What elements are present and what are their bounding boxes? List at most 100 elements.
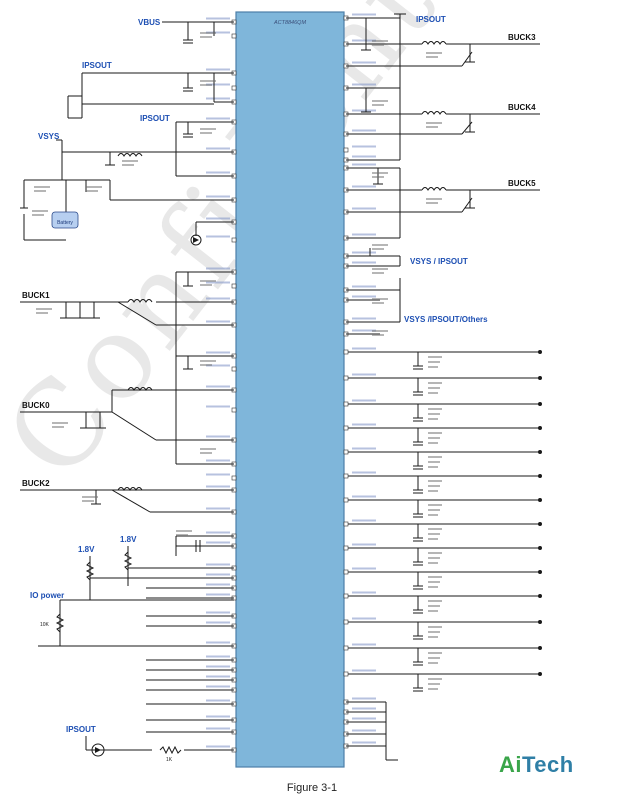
cap-note-b-7 bbox=[200, 284, 212, 286]
left-pin-name-13 bbox=[206, 297, 230, 300]
right-pin-27 bbox=[343, 569, 349, 575]
cap-note-a-7 bbox=[200, 280, 216, 282]
ldo-terminal-2 bbox=[538, 402, 542, 406]
inductors bbox=[117, 41, 447, 491]
left-pin-name-20 bbox=[206, 459, 230, 462]
right-pins bbox=[343, 13, 376, 749]
net-label-1v8-b: 1.8V bbox=[120, 535, 137, 544]
ldo-terminal-13 bbox=[538, 672, 542, 676]
net-label-buck2: BUCK2 bbox=[22, 479, 50, 488]
right-pin-name-25 bbox=[352, 519, 376, 522]
cap-note-a-5 bbox=[86, 186, 102, 188]
left-pin-name-1 bbox=[206, 31, 230, 34]
left-pin-1 bbox=[231, 33, 237, 39]
brand-tech: Tech bbox=[522, 752, 574, 777]
ldo-note-a-5 bbox=[428, 480, 442, 482]
pmic-chip bbox=[235, 11, 345, 768]
cap-note-b-10 bbox=[52, 426, 64, 428]
cap-note-a-8 bbox=[36, 308, 52, 310]
left-pin-name-6 bbox=[206, 147, 230, 150]
cap-note-a-3 bbox=[122, 160, 138, 162]
brand-ai: Ai bbox=[499, 752, 522, 777]
cap-note-a-15 bbox=[426, 198, 442, 200]
left-pin-name-10 bbox=[206, 235, 230, 238]
cap-note-a-4 bbox=[34, 186, 50, 188]
left-pin-16 bbox=[231, 366, 237, 372]
ldo-note-a-13 bbox=[428, 678, 442, 680]
ldo-note-c-1 bbox=[428, 392, 438, 394]
ldo-note-c-4 bbox=[428, 466, 438, 468]
left-pin-12 bbox=[231, 283, 237, 289]
net-label-buck4: BUCK4 bbox=[508, 103, 536, 112]
ldo-note-c-11 bbox=[428, 636, 438, 638]
net-label-vsys-ipsout-others: VSYS /IPSOUT/Others bbox=[404, 315, 488, 324]
right-pin-23 bbox=[343, 473, 349, 479]
ldo-terminal-3 bbox=[538, 426, 542, 430]
ldo-note-c-13 bbox=[428, 688, 438, 690]
cap-note-a-16 bbox=[372, 172, 388, 174]
right-pin-name-9 bbox=[352, 185, 376, 188]
ldo-note-a-3 bbox=[428, 432, 442, 434]
net-label-ipsout-top-right: IPSOUT bbox=[416, 15, 446, 24]
ldo-terminal-1 bbox=[538, 376, 542, 380]
pmic-chip-label: ACT8846QM bbox=[273, 20, 307, 26]
resistor-label-10k: 10K bbox=[40, 622, 50, 628]
left-pin-name-23 bbox=[206, 507, 230, 510]
ldo-note-c-12 bbox=[428, 662, 438, 664]
left-pin-name-5 bbox=[206, 117, 230, 120]
ldo-note-c-10 bbox=[428, 610, 438, 612]
left-pin-name-22 bbox=[206, 485, 230, 488]
left-pin-name-34 bbox=[206, 665, 230, 668]
ldo-note-a-10 bbox=[428, 600, 442, 602]
cap-note-b-2 bbox=[200, 132, 212, 134]
cap-note-a-14 bbox=[426, 122, 442, 124]
cap-note-b-0 bbox=[200, 36, 212, 38]
net-label-ipsout-bottom: IPSOUT bbox=[66, 725, 96, 734]
net-label-buck3: BUCK3 bbox=[508, 33, 536, 42]
right-pin-name-5 bbox=[352, 129, 376, 132]
right-pin-20 bbox=[343, 401, 349, 407]
left-wiring bbox=[20, 21, 234, 751]
right-pin-name-1 bbox=[352, 39, 376, 42]
cap-note-b-8 bbox=[36, 312, 48, 314]
left-pin-name-16 bbox=[206, 364, 230, 367]
ldo-note-a-12 bbox=[428, 652, 442, 654]
ldo-note-a-4 bbox=[428, 456, 442, 458]
left-pin-name-40 bbox=[206, 745, 230, 748]
net-label-io-power: IO power bbox=[30, 591, 64, 600]
right-pin-name-23 bbox=[352, 471, 376, 474]
right-pin-name-19 bbox=[352, 373, 376, 376]
right-pin-name-24 bbox=[352, 495, 376, 498]
right-pin-name-4 bbox=[352, 109, 376, 112]
cap-note-a-9 bbox=[200, 360, 216, 362]
left-pin-name-37 bbox=[206, 699, 230, 702]
cap-note-b-12 bbox=[82, 500, 94, 502]
left-pin-name-31 bbox=[206, 621, 230, 624]
left-pin-name-4 bbox=[206, 97, 230, 100]
right-pin-21 bbox=[343, 425, 349, 431]
left-pin-name-18 bbox=[206, 405, 230, 408]
ldo-note-c-0 bbox=[428, 366, 438, 368]
right-pin-name-33 bbox=[352, 707, 376, 710]
ldo-note-b-10 bbox=[428, 605, 440, 607]
right-pin-name-10 bbox=[352, 207, 376, 210]
ldo-terminal-10 bbox=[538, 594, 542, 598]
resistors bbox=[55, 551, 182, 755]
battery-label: Battery bbox=[57, 220, 73, 226]
right-pin-name-16 bbox=[352, 317, 376, 320]
cap-note-a-23 bbox=[176, 530, 192, 532]
cap-note-a-18 bbox=[372, 268, 388, 270]
cap-note-b-3 bbox=[122, 164, 134, 166]
net-label-ipsout-left-1: IPSOUT bbox=[82, 61, 112, 70]
right-pin-22 bbox=[343, 449, 349, 455]
right-pin-name-7 bbox=[352, 155, 376, 158]
left-pin-3 bbox=[231, 85, 237, 91]
cap-note-b-16 bbox=[372, 176, 384, 178]
aitech-logo: AiTech bbox=[499, 752, 574, 778]
ldo-terminal-8 bbox=[538, 546, 542, 550]
ldo-note-a-0 bbox=[428, 356, 442, 358]
left-pin-name-8 bbox=[206, 195, 230, 198]
cap-note-a-21 bbox=[372, 40, 388, 42]
left-pin-name-24 bbox=[206, 531, 230, 534]
